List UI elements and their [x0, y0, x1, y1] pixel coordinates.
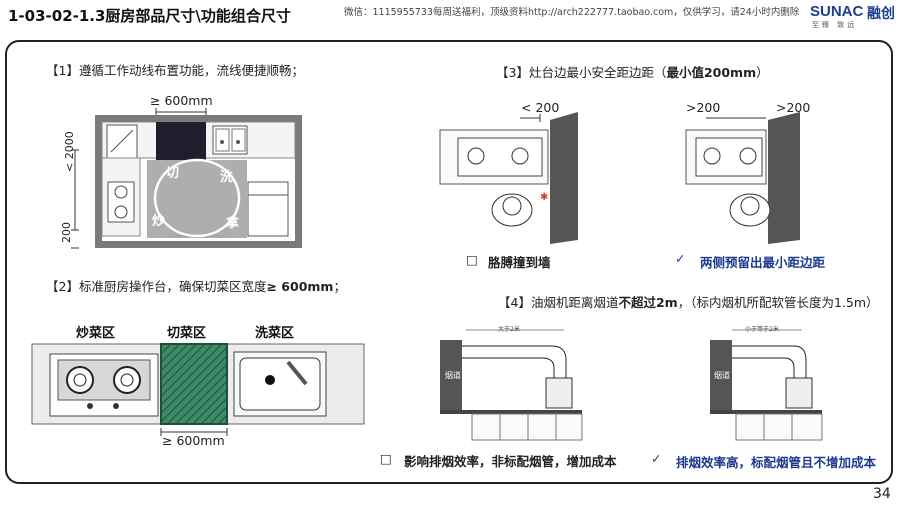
page-number: 34 [873, 486, 891, 502]
range-hood-good-diagram [710, 329, 823, 441]
good-check-icon: ✓ [675, 251, 686, 266]
countertop-diagram [31, 343, 365, 436]
range-hood-bad-diagram [440, 329, 583, 441]
bad-checkbox-2: □ [380, 451, 392, 466]
section1-dim-side: < 2000 [63, 131, 76, 172]
step-wash: 洗 [220, 170, 234, 185]
step-cut: 切 [166, 166, 180, 181]
section4-bad-label: 影响排烟效率，非标配烟管，增加成本 [404, 454, 617, 469]
section3-right-dim-2: >200 [776, 100, 811, 115]
section4-heading: 【4】油烟机距离烟道不超过2m，（标内烟机所配软管长度为1.5m） [498, 295, 879, 310]
content-panel [5, 40, 893, 484]
section3-heading: 【3】灶台边最小安全距边距（最小值200mm） [496, 65, 769, 80]
svg-text:✱: ✱ [540, 192, 548, 203]
step-fry: 炒 [152, 214, 166, 229]
good-check-icon-2: ✓ [651, 451, 662, 466]
zone-cut: 切菜区 [167, 326, 207, 341]
section4-good-label: 排烟效率高，标配烟管且不增加成本 [676, 455, 877, 470]
section3-right-dim-1: >200 [686, 100, 721, 115]
step-take: 拿 [226, 216, 240, 231]
section1-dim-bottom: 200 [60, 222, 73, 243]
page-title: 1-03-02-1.3厨房部品尺寸\功能组合尺寸 [8, 7, 291, 25]
section3-bad-label: 胳膊撞到墙 [488, 255, 551, 270]
zone-fry: 炒菜区 [76, 326, 116, 341]
brand-logo-cn: 融创 [867, 6, 895, 22]
section2-dim-bottom: ≥ 600mm [162, 433, 225, 448]
brand-logo-en: SUNAC [810, 3, 864, 20]
header-note: 微信：1115955733每周送福利，顶级资料http://arch222777… [344, 7, 800, 18]
kitchen-plan-diagram [71, 108, 302, 249]
brand-slogan: 至臻 致远 [812, 21, 858, 29]
section1-dim-top: ≥ 600mm [150, 93, 213, 108]
stove-clearance-good-diagram [685, 112, 800, 244]
bad-checkbox: □ [466, 252, 478, 267]
section4-left-dim: 大于2米 [498, 326, 520, 333]
flue-label-bad: 烟道 [445, 371, 461, 380]
stove-clearance-bad-diagram: ✱ [439, 112, 578, 244]
section2-heading: 【2】标准厨房操作台，确保切菜区宽度≥ 600mm； [46, 279, 346, 294]
section3-good-label: 两侧预留出最小距边距 [700, 255, 826, 270]
section4-right-dim: 小于等于2米 [745, 326, 779, 333]
section3-left-dim: < 200 [521, 100, 560, 115]
section1-heading: 【1】遵循工作动线布置功能，流线便捷顺畅； [46, 63, 304, 78]
zone-wash: 洗菜区 [255, 326, 295, 341]
flue-label-good: 烟道 [714, 371, 730, 380]
